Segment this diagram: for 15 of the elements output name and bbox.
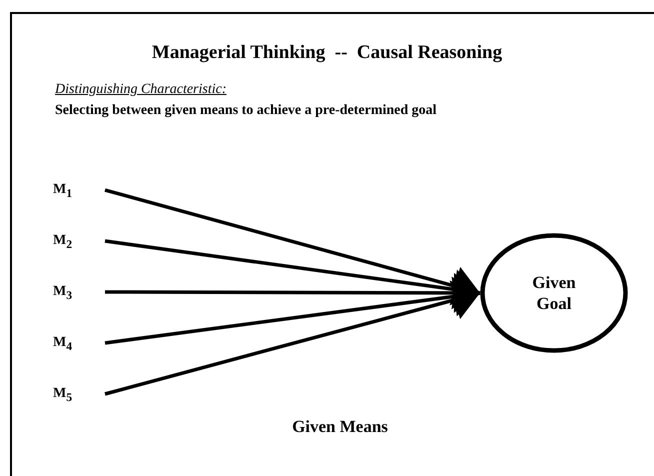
means-label: M$_{5}$ <box>53 384 105 404</box>
means-label: M$_{4}$ <box>53 333 105 353</box>
arrow <box>104 280 480 396</box>
arrow <box>104 276 480 345</box>
means-label: M$_{1}$ <box>53 180 105 200</box>
arrow <box>104 188 480 306</box>
subtitle: Distinguishing Characteristic: <box>55 82 226 98</box>
means-label: M$_{3}$ <box>53 282 105 302</box>
title: Managerial Thinking -- Causal Reasoning <box>150 42 504 64</box>
axis-caption: Given Means <box>291 417 389 437</box>
goal-ellipse: Given Goal <box>480 233 628 353</box>
description: Selecting between given means to achieve a pre-determined goal <box>55 103 437 119</box>
arrow <box>105 272 480 313</box>
arrow <box>104 239 480 310</box>
means-label: M$_{2}$ <box>53 231 105 251</box>
